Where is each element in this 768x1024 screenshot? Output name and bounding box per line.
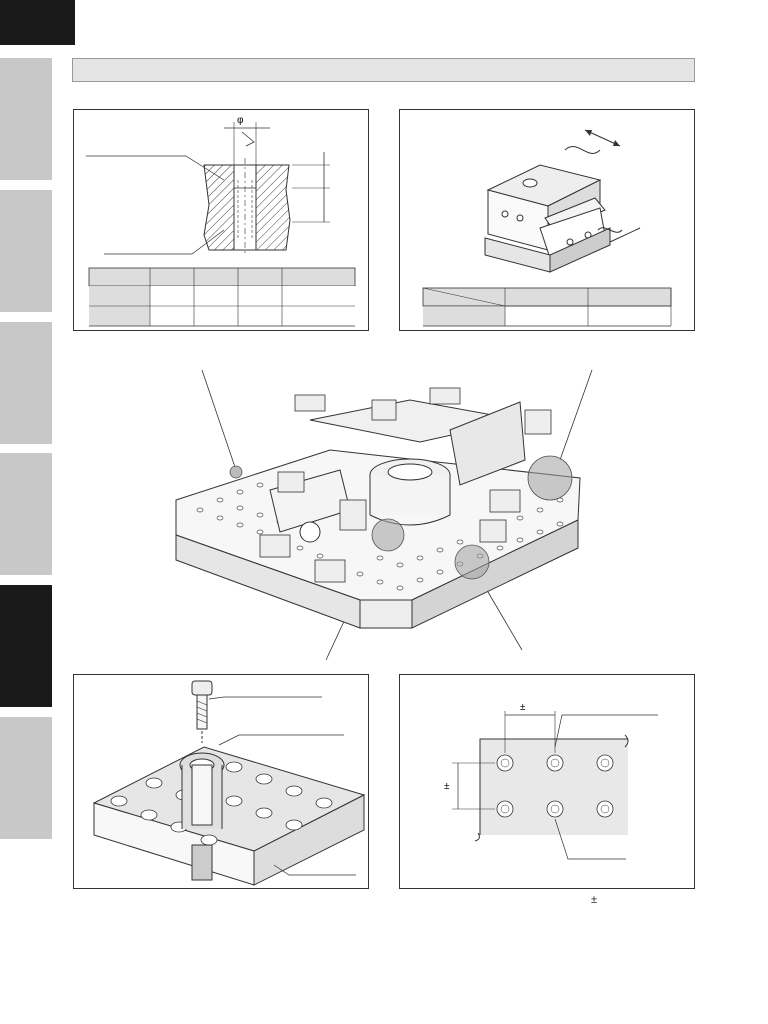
clamp-block-drawing <box>422 129 672 327</box>
tolerance-left: ± <box>444 781 450 792</box>
hole-pattern-drawing: ± ± <box>444 702 658 860</box>
clamp-block-panel <box>399 109 695 331</box>
highlight-pattern-marker <box>454 544 490 580</box>
corner-block <box>0 0 75 45</box>
side-tab-6[interactable] <box>0 717 52 839</box>
bushing-section-panel: φ <box>73 109 369 331</box>
highlight-hole-marker <box>229 465 243 479</box>
section-title-bar <box>72 58 695 82</box>
side-tab-2[interactable] <box>0 190 52 312</box>
hole-pattern-panel: ± ± <box>399 674 695 889</box>
bushing-section-drawing: φ <box>86 115 356 327</box>
side-tab-3[interactable] <box>0 322 52 444</box>
fixture-assembly-illustration <box>175 369 593 660</box>
tolerance-top: ± <box>520 702 526 713</box>
side-tab-1[interactable] <box>0 58 52 180</box>
footnote-tolerance: ± <box>591 894 598 906</box>
phi-symbol: φ <box>237 115 244 126</box>
highlight-bushing-marker <box>371 518 405 552</box>
highlight-clamp-marker <box>527 455 573 501</box>
side-tab-5-active[interactable] <box>0 585 52 707</box>
screw-plate-drawing <box>92 680 366 886</box>
screw-plate-panel <box>73 674 369 889</box>
side-tab-4[interactable] <box>0 453 52 575</box>
